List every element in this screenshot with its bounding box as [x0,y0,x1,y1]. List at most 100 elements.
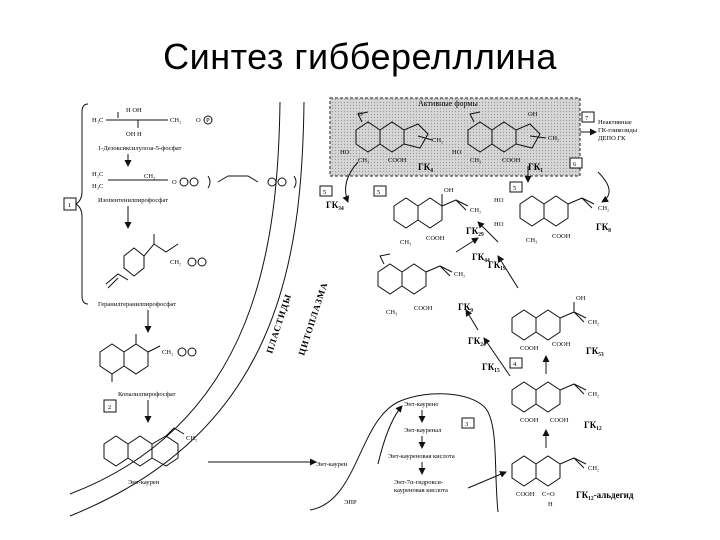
active-forms-box: Активные формы HO CH₃ COOH CH₂ O ГК₄ HO … [329,97,583,177]
svg-text:CH₂: CH₂ [588,319,599,326]
svg-text:HO: HO [494,197,504,204]
svg-text:COOH: COOH [502,157,521,164]
label-ga19: ГК₁₉ [488,260,506,270]
molecule-ga9: CH₂ CH₃ COOH ГК₉ [377,253,473,316]
svg-text:COOH: COOH [552,233,571,240]
svg-text:COOH: COOH [414,305,433,312]
svg-text:5: 5 [513,185,516,192]
svg-text:7: 7 [585,115,589,122]
label-ga1: ГК₁ [528,162,543,172]
svg-text:5: 5 [377,189,380,196]
active-forms-header: Активные формы [418,99,478,108]
plastid-membrane: ПЛАСТИДЫ ЦИТОПЛАЗМА [69,101,330,517]
molecule-ent-kaurene-plastid: CH₂ Энт-каурен [103,427,197,486]
molecule-ga4: HO CH₃ COOH CH₂ O ГК₄ [340,111,443,172]
molecule-isopentenyl-pyrophosphate: H₂C H₃C CH₂ O Изопентенилпирофосфат [92,171,297,204]
svg-text:COOH: COOH [552,341,571,348]
label-ga4: ГК₄ [418,162,433,172]
label-ga34: ГК₃₄ [326,200,344,210]
molecule-ga53: OH CH₂ COOH COOH ГК₅₃ [511,295,604,356]
svg-text:CH₂: CH₂ [170,259,181,266]
svg-text:Неактивные: Неактивные [598,119,632,126]
label-ga44: ГК₄₄ [472,252,490,262]
svg-text:CH₂: CH₂ [598,205,609,212]
label-deoxyxylulose: 1-Дезоксиксилулоза-5-фосфат [98,145,182,152]
gibberellin-synthesis-diagram: Активные формы HO CH₃ COOH CH₂ O ГК₄ HO … [63,97,638,517]
svg-text:OH: OH [576,295,586,302]
svg-text:H₃C: H₃C [92,183,103,190]
molecule-ga1: HO CH₃ COOH CH₂ OH ГК₁ [452,111,559,172]
slide-title: Синтез гибберелллина [163,36,557,77]
label-ga29: ГК₂₉ [466,226,484,236]
molecule-deoxyxylulose-phosphate: H₃C H OH OH H CH₂ O P 1-Дезоксиксилулоза… [92,107,213,152]
svg-text:6: 6 [573,161,577,168]
svg-text:COOH: COOH [520,417,539,424]
svg-text:кауреновая кислота: кауреновая кислота [394,487,448,494]
svg-text:CH₂: CH₂ [144,173,155,180]
svg-text:Энт-кауренал: Энт-кауренал [404,427,442,434]
svg-text:C=O: C=O [542,491,555,498]
molecule-ga29: OH CH₂ CH₃ COOH ГК₂₉ [393,187,484,246]
label-ent-kaurene: Энт-каурен [128,479,160,486]
svg-text:CH₃: CH₃ [470,157,481,164]
label-ga15: ГК₁₅ [482,362,500,372]
svg-text:Энт-кауреновая кислота: Энт-кауреновая кислота [388,453,455,460]
svg-text:COOH: COOH [520,345,539,352]
svg-text:CH₂: CH₂ [170,117,181,124]
svg-text:CH₂: CH₂ [548,135,559,142]
svg-text:H₃C: H₃C [92,117,103,124]
svg-text:OH: OH [444,187,454,194]
label-ga24: ГК₂₄ [468,336,486,346]
svg-text:CH₂: CH₂ [162,349,173,356]
molecule-ga12: CH₂ COOH COOH ГК₁₂ [511,381,602,430]
svg-text:P: P [206,117,210,124]
svg-text:CH₃: CH₃ [386,309,397,316]
molecule-copalyl-pyrophosphate: CH₂ Копалилпирофосфат [99,334,197,398]
label-ga12: ГК₁₂ [584,420,602,430]
svg-text:4: 4 [513,361,517,368]
molecule-ga12-aldehyde: CH₂ COOH C=O H ГК₁₂-альдегид [511,455,634,508]
svg-text:CH₂: CH₂ [588,391,599,398]
svg-text:ДЕПО ГК: ДЕПО ГК [598,135,626,142]
svg-text:Энт-каурено: Энт-каурено [404,401,439,408]
svg-text:H: H [548,501,553,508]
svg-text:OH H: OH H [126,131,142,138]
label-ga53: ГК₅₃ [586,346,604,356]
svg-text:COOH: COOH [426,235,445,242]
svg-text:HO: HO [452,149,462,156]
svg-text:CH₃: CH₃ [358,157,369,164]
svg-text:CH₂: CH₂ [588,465,599,472]
label-isopentenyl-pyrophosphate: Изопентенилпирофосфат [98,197,168,204]
label-ga12-aldehyde: ГК₁₂-альдегид [576,490,634,500]
svg-text:CH₂: CH₂ [432,137,443,144]
svg-text:ГК-гликозиды: ГК-гликозиды [598,127,638,134]
svg-text:OH: OH [528,111,538,118]
plastid-label: ПЛАСТИДЫ [264,292,293,354]
svg-text:CH₃: CH₃ [400,239,411,246]
label-ga8: ГК₈ [596,222,611,232]
molecule-ga8: HO HO CH₂ CH₃ COOH ГК₈ [494,195,611,244]
svg-text:3: 3 [465,421,468,428]
svg-text:CH₂: CH₂ [454,271,465,278]
label-geranylgeranyl: Геранилгеранилпирофосфат [98,301,176,308]
inactive-glycosides-box: 7 Неактивные ГК-гликозиды ДЕПО ГК [580,111,638,142]
molecule-geranylgeranyl-pyrophosphate: CH₂ Геранилгеранилпирофосфат [98,234,207,308]
svg-text:CH₂: CH₂ [186,435,197,442]
label-ga9: ГК₉ [458,302,473,312]
svg-text:Энт-7α-гидрокси-: Энт-7α-гидрокси- [394,479,443,486]
svg-text:O: O [358,111,363,118]
svg-text:5: 5 [323,189,326,196]
er-ent-kaurene: Энт-каурен [316,461,348,468]
svg-text:O: O [196,117,201,124]
svg-text:H OH: H OH [126,107,142,114]
cytoplasm-label: ЦИТОПЛАЗМА [296,281,329,357]
svg-text:HO: HO [494,221,504,228]
label-copalyl: Копалилпирофосфат [118,391,176,398]
svg-text:O: O [172,179,177,186]
svg-text:COOH: COOH [388,157,407,164]
svg-text:COOH: COOH [516,491,535,498]
svg-text:H₂C: H₂C [92,171,103,178]
svg-text:CH₂: CH₂ [470,207,481,214]
svg-text:2: 2 [108,404,111,411]
svg-text:HO: HO [340,149,350,156]
